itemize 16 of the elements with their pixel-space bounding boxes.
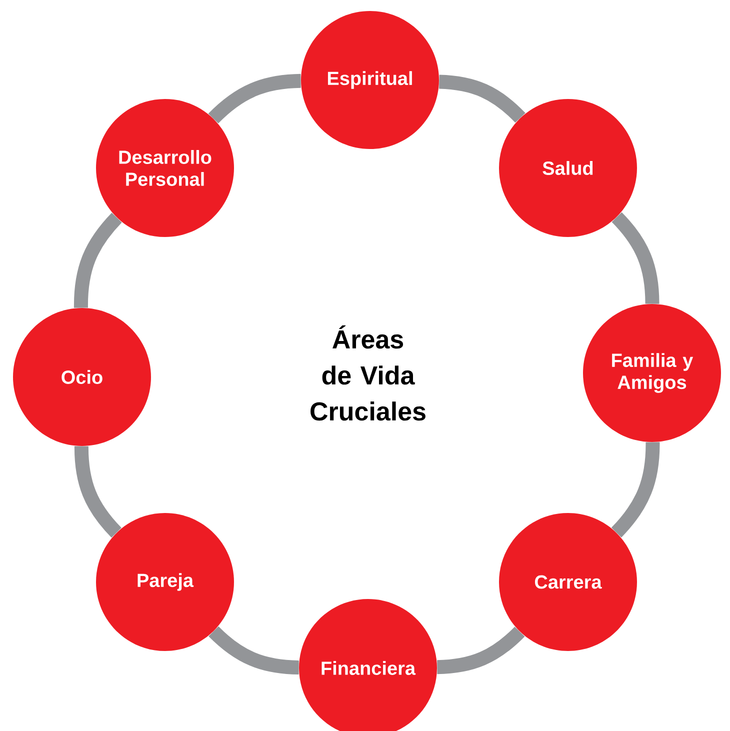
circle-node: Desarrollo Personal	[96, 99, 234, 237]
ring-segment	[436, 626, 525, 674]
circle-node: Espiritual	[301, 11, 439, 149]
circle-node: Pareja	[96, 513, 234, 651]
ring-segment	[74, 446, 122, 538]
ring-segment	[611, 442, 660, 538]
ring-segment	[74, 212, 122, 308]
ring-segment	[438, 74, 526, 123]
circle-node: Ocio	[13, 308, 151, 446]
circle-node: Carrera	[499, 513, 637, 651]
ring-segment	[208, 626, 300, 674]
circle-node: Familia y Amigos	[583, 304, 721, 442]
ring-segment	[208, 74, 302, 124]
ring-segment	[612, 212, 660, 304]
center-title: Áreas de Vida Cruciales	[310, 325, 426, 421]
circle-node: Salud	[499, 99, 637, 237]
